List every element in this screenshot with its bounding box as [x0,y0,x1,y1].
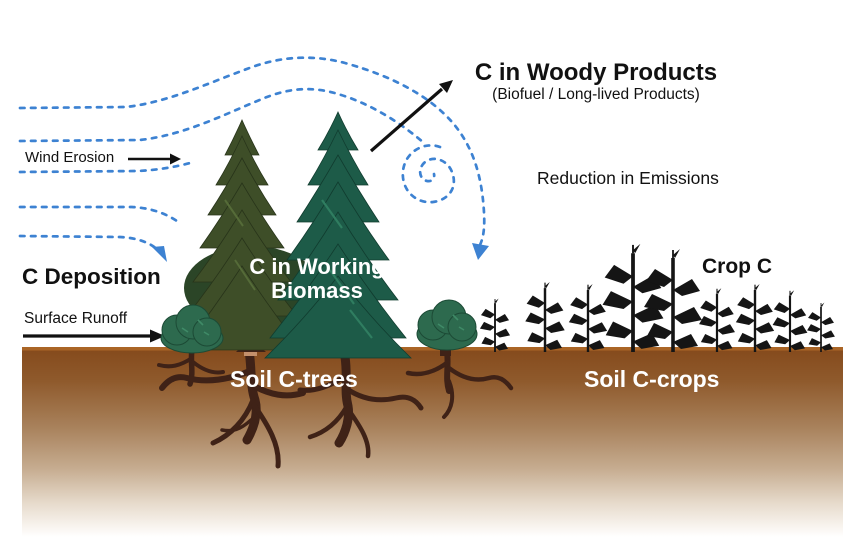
right-conifer-tree [264,111,412,359]
woody-products-subtitle: (Biofuel / Long-lived Products) [492,86,700,103]
surface-runoff-arrow [23,329,165,343]
wind-spiral [401,144,456,204]
woody-products-title: C in Woody Products [474,59,718,86]
wind-erosion-arrow [128,153,181,165]
working-biomass-label: C in Working Biomass [227,255,407,303]
wind-erosion-label: Wind Erosion [25,149,115,166]
black-arrows [23,80,453,343]
working-biomass-line1: C in Working [249,254,385,279]
woody-products-label-block: C in Woody Products (Biofuel / Long-live… [450,60,742,104]
wind-line-3 [18,161,192,174]
working-biomass-line2: Biomass [271,278,363,303]
soil-c-crops-label: Soil C-crops [584,366,720,392]
wind-arrowheads [152,243,489,262]
left-bush [160,304,224,354]
deposition-arrowhead [152,246,167,262]
surface-runoff-label: Surface Runoff [24,310,128,327]
soil-c-trees-label: Soil C-trees [230,366,358,392]
right-bush [416,299,478,356]
wind-line-2 [18,87,426,145]
wind-line-1 [18,56,486,247]
emissions-down-arrowhead [472,243,489,260]
wind-lines [18,56,486,253]
reduction-in-emissions-label: Reduction in Emissions [537,168,719,188]
c-deposition-label: C Deposition [22,264,161,289]
corn-field [478,241,836,354]
crop-c-label: Crop C [702,255,772,278]
wind-line-5 [18,234,161,253]
woody-products-arrow [369,80,453,153]
soil-block [22,347,843,537]
wind-line-4 [18,205,183,226]
